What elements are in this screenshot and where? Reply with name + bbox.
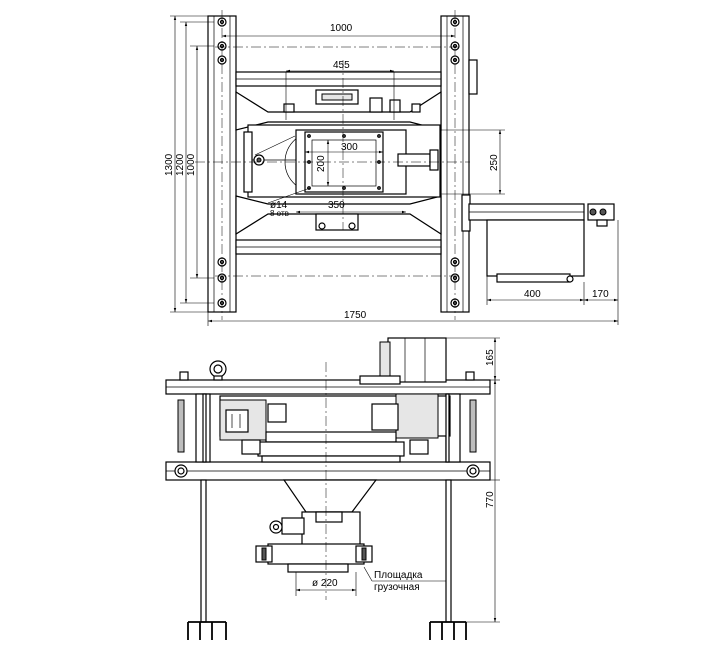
motor-body <box>486 219 585 277</box>
dim-455: 455 <box>333 60 350 71</box>
dim-1000: 1000 <box>330 23 353 34</box>
turntable <box>265 431 397 443</box>
top-motor <box>387 337 447 383</box>
dim-165: 165 <box>485 349 496 366</box>
loading-platform-note-line1: Площадка <box>374 570 423 581</box>
hopper-cone <box>282 479 378 513</box>
dim-1300: 1300 <box>164 153 175 176</box>
dim-170: 170 <box>592 289 609 300</box>
dim-200: 200 <box>316 155 327 172</box>
outlet-flange <box>267 543 365 565</box>
hole-diameter-label: ø14 <box>270 200 288 211</box>
plan-dimensions: 1000 455 300 200 350 ø14 8 отв 250 1300 <box>164 15 619 326</box>
dim-300: 300 <box>341 142 358 153</box>
leg-left <box>200 479 207 623</box>
elevation-dimensions: 165 770 ø 220 Площадка грузочная <box>295 337 500 623</box>
elevation-view <box>165 337 491 640</box>
dim-diameter-220: ø 220 <box>312 578 338 589</box>
dim-350: 350 <box>328 200 345 211</box>
fork-foot-right <box>429 621 467 640</box>
plan-view <box>195 10 615 320</box>
hole-count-label: 8 отв <box>270 209 289 218</box>
dim-400: 400 <box>524 289 541 300</box>
dim-250: 250 <box>489 154 500 171</box>
dim-770: 770 <box>485 491 496 508</box>
fork-foot-left <box>187 621 227 640</box>
gate-plate <box>295 129 407 195</box>
dim-1200: 1200 <box>175 153 186 176</box>
brace-lower <box>235 195 442 236</box>
dim-1750: 1750 <box>344 310 367 321</box>
loading-platform-note-line2: грузочная <box>374 582 420 593</box>
leg-right <box>445 479 452 623</box>
dim-1000-vertical: 1000 <box>186 153 197 176</box>
gate-actuator-rod <box>397 153 431 167</box>
